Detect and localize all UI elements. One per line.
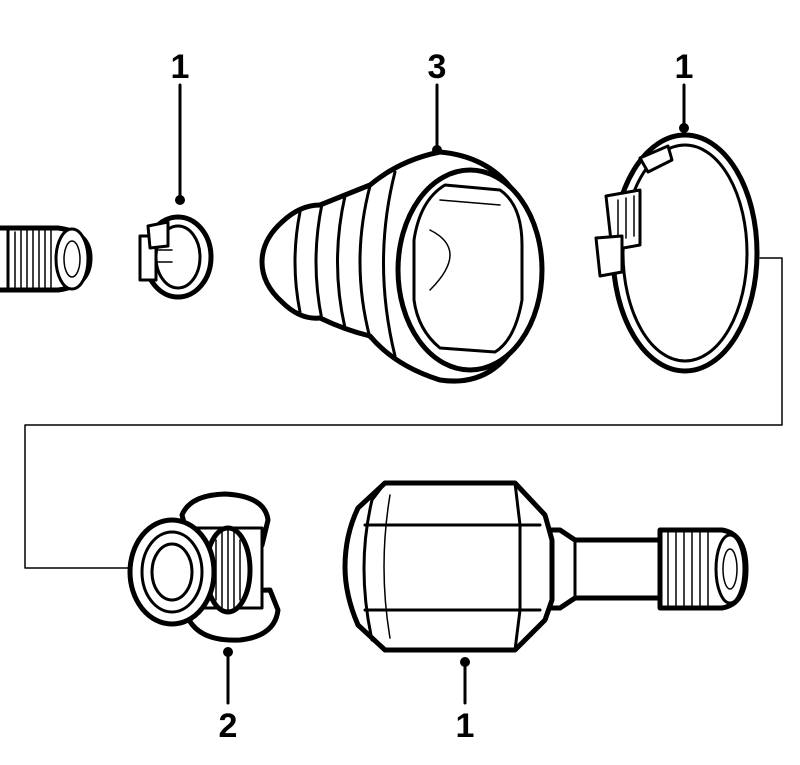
part-number-label: 1 [675,48,694,86]
part-number-label: 1 [171,48,190,86]
part-number-label: 1 [456,707,475,745]
tripod-spider [127,491,281,643]
cv-joint-housing [342,480,749,653]
leader-dot [679,123,689,133]
assembly-connector-line [24,257,783,569]
leader-dot [175,195,185,205]
leader-dot [223,647,233,657]
part-number-label: 2 [219,707,238,745]
leader-dot [432,145,442,155]
boot-clamp-small [138,214,214,300]
leader-dot [460,657,470,667]
boot-clamp-large [594,132,760,374]
drive-shaft-end [0,225,93,293]
part-number-label: 3 [428,48,447,86]
cv-joint-boot [259,149,545,384]
